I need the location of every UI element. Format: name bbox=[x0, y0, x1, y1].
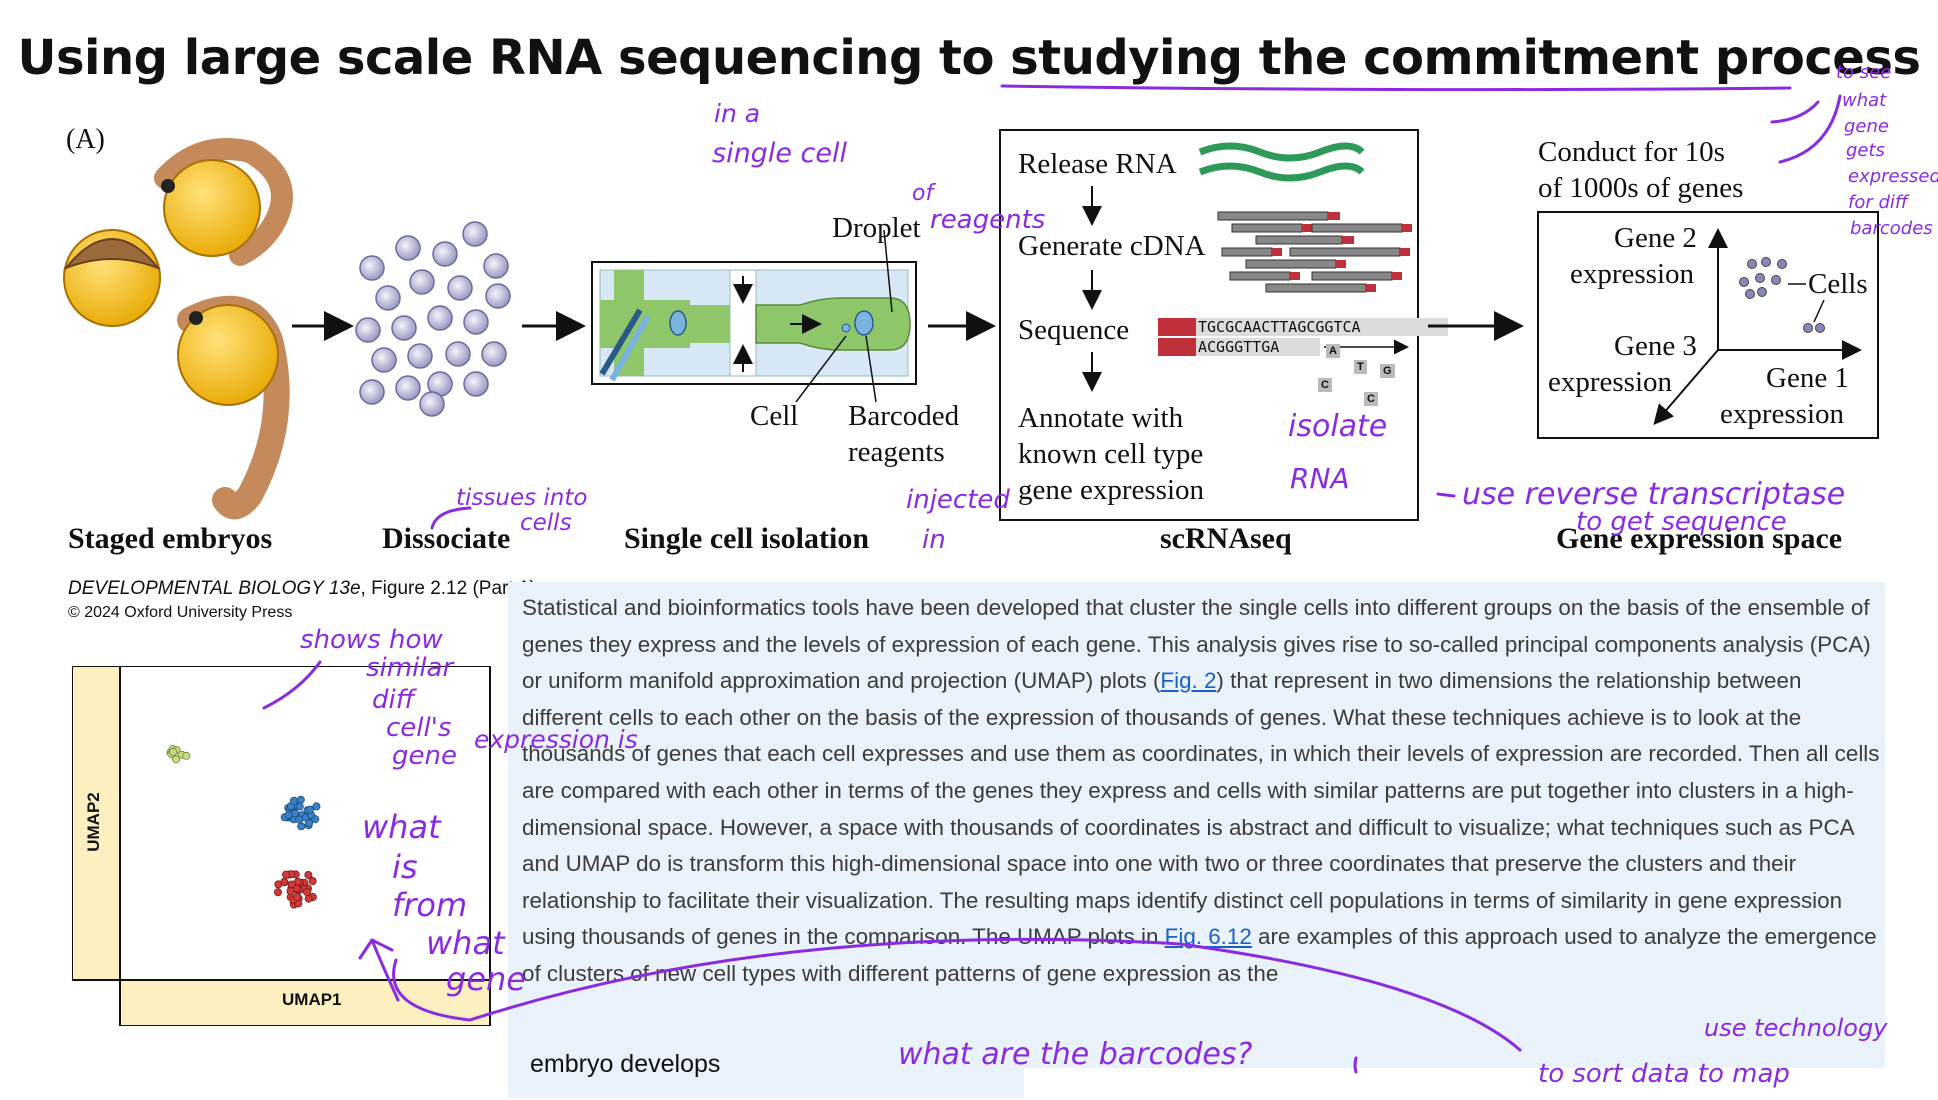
umap-point bbox=[284, 811, 293, 820]
seq-letter: G bbox=[1380, 364, 1395, 378]
conduct-line-2: of 1000s of genes bbox=[1538, 172, 1744, 204]
gene1-label-2: expression bbox=[1720, 398, 1845, 430]
step-annotate-2: known cell type bbox=[1018, 438, 1204, 470]
sequence-bottom: ACGGGTTGA bbox=[1198, 338, 1280, 356]
umap-point bbox=[296, 795, 305, 804]
gene2-label-2: expression bbox=[1570, 258, 1695, 290]
seq-letter: T bbox=[1354, 360, 1367, 374]
cdna-fragments bbox=[1217, 211, 1412, 293]
umap-plot bbox=[72, 666, 491, 1026]
dissociated-cells bbox=[355, 221, 511, 417]
gene3-label-2: expression bbox=[1548, 366, 1673, 398]
conduct-line-1: Conduct for 10s bbox=[1538, 136, 1725, 168]
gene1-label-1: Gene 1 bbox=[1766, 362, 1849, 394]
panel-label: (A) bbox=[66, 124, 105, 155]
umap-point bbox=[286, 887, 295, 896]
umap-point bbox=[182, 751, 191, 760]
umap-point bbox=[305, 805, 314, 814]
step-annotate-3: gene expression bbox=[1018, 474, 1205, 506]
umap-ylabel: UMAP2 bbox=[83, 792, 103, 852]
rna-wave-1 bbox=[1198, 142, 1365, 162]
stage-label-gene-expression-space: Gene expression space bbox=[1556, 522, 1843, 555]
step-sequence: Sequence bbox=[1018, 314, 1130, 346]
rna-wave-2 bbox=[1198, 162, 1365, 182]
umap-point bbox=[169, 748, 178, 757]
sequence-top: TGCGCAACTTAGCGGTCA bbox=[1198, 318, 1361, 336]
umap-point bbox=[281, 870, 290, 879]
umap-point bbox=[302, 887, 311, 896]
umap-point bbox=[308, 876, 317, 885]
cell-dots bbox=[1739, 257, 1825, 333]
figure-copyright: © 2024 Oxford University Press bbox=[68, 604, 293, 621]
umap-point bbox=[312, 802, 321, 811]
page-title: Using large scale RNA sequencing to stud… bbox=[17, 30, 1922, 86]
umap-xlabel: UMAP1 bbox=[282, 990, 342, 1009]
umap-point bbox=[293, 893, 302, 902]
step-release-rna: Release RNA bbox=[1018, 148, 1177, 180]
barcoded-label: Barcoded bbox=[848, 400, 960, 432]
seq-letter: A bbox=[1326, 344, 1340, 358]
umap-point bbox=[295, 802, 304, 811]
stage-label-single-cell-isolation: Single cell isolation bbox=[624, 522, 870, 555]
droplet-label: Droplet bbox=[832, 212, 921, 244]
umap-point bbox=[274, 880, 283, 889]
fig-6-12-link[interactable]: Fig. 6.12 bbox=[1164, 924, 1252, 950]
fig-2-link[interactable]: Fig. 2 bbox=[1160, 668, 1217, 694]
umap-point bbox=[295, 815, 304, 824]
umap-point bbox=[304, 894, 313, 903]
microfluidic-chip bbox=[591, 229, 917, 403]
body-paragraph: Statistical and bioinformatics tools hav… bbox=[522, 595, 1880, 986]
paragraph-tail: embryo develops bbox=[530, 1050, 721, 1078]
umap-point bbox=[287, 880, 296, 889]
stage-label-dissociate: Dissociate bbox=[382, 522, 511, 555]
umap-point bbox=[172, 755, 181, 764]
staged-embryos-illustration bbox=[62, 138, 293, 520]
umap-point bbox=[304, 870, 313, 879]
stage-label-scrnaseq: scRNAseq bbox=[1160, 522, 1292, 555]
seq-letter: C bbox=[1364, 392, 1378, 406]
cell-label: Cell bbox=[750, 400, 799, 432]
umap-point bbox=[273, 888, 282, 897]
reagents-label: reagents bbox=[848, 436, 945, 468]
cells-label: Cells bbox=[1808, 268, 1868, 300]
umap-point bbox=[289, 796, 298, 805]
figure-caption: DEVELOPMENTAL BIOLOGY 13e, Figure 2.12 (… bbox=[68, 578, 536, 599]
step-annotate-1: Annotate with bbox=[1018, 402, 1184, 434]
gene2-label-1: Gene 2 bbox=[1614, 222, 1697, 254]
stage-label-staged-embryos: Staged embryos bbox=[68, 522, 273, 555]
gene3-label-1: Gene 3 bbox=[1614, 330, 1697, 362]
step-generate-cdna: Generate cDNA bbox=[1018, 230, 1206, 262]
umap-point bbox=[297, 822, 306, 831]
seq-letter: C bbox=[1318, 378, 1332, 392]
